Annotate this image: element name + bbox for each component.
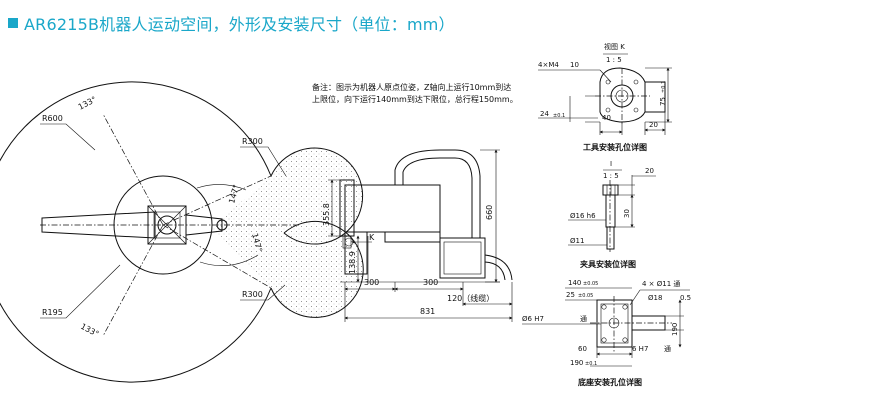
- base-dim-190-bottom: 190: [570, 359, 583, 367]
- leader-r300-top: [240, 146, 287, 177]
- page-title: AR6215B机器人运动空间，外形及安装尺寸（单位：mm）: [24, 15, 455, 34]
- angle-ray-bottom: [102, 224, 164, 337]
- base-holes: 4 × Ø11 通: [642, 279, 680, 288]
- tool-depth: 10: [570, 61, 579, 69]
- arc-147-bottom: [199, 254, 259, 267]
- dim-300-a: 300: [364, 278, 379, 287]
- base-detail: 140 ±0.05 25 ±0.05 4 × Ø11 通 Ø18 0.5 Ø6 …: [522, 279, 691, 387]
- side-base-column: [344, 231, 368, 275]
- tool-tol-24: ±0.1: [553, 113, 565, 119]
- base-plate: [596, 299, 633, 348]
- side-base: [439, 237, 486, 279]
- cable-tail: [484, 254, 513, 281]
- square-icon: [8, 18, 18, 28]
- clamp-scale: 1 : 5: [603, 172, 619, 180]
- clamp-cap: [602, 184, 619, 196]
- ray-right-top: [162, 175, 272, 226]
- base-cb-depth: 0.5: [680, 294, 691, 302]
- workspace-area: [210, 148, 364, 318]
- base-through-right: 通: [664, 344, 671, 353]
- workspace-lower-lobe: [270, 220, 364, 318]
- base-through-left: 通: [580, 314, 587, 323]
- arm-top-view: [41, 205, 228, 245]
- tool-dim-40: 40: [602, 114, 611, 122]
- tool-screw: 4×M4: [538, 61, 559, 69]
- clamp-dim-30: 30: [623, 209, 631, 218]
- side-view: 备注：图示为机器人原点位姿，Z轴向上运行10mm到达 上限位，向下运行140mm…: [312, 82, 518, 322]
- label-r300-bottom: R300: [242, 290, 263, 299]
- dim-138: 138.9: [348, 251, 357, 274]
- note-line-1: 备注：图示为机器人原点位姿，Z轴向上运行10mm到达: [312, 82, 511, 92]
- base-tol-25: ±0.05: [578, 293, 593, 299]
- base-dim-25: 25: [566, 291, 575, 299]
- clamp-mark: I: [610, 160, 612, 168]
- clamp-detail: I 1 : 5 20 30 Ø16 h6 Ø11 夹具安装位详图: [568, 160, 656, 269]
- cable-arch: [394, 149, 481, 238]
- base-tol-190: ±0.1: [585, 361, 597, 367]
- leader-r600: [40, 123, 96, 151]
- base-dim-190-right: 190: [671, 323, 679, 336]
- note-line-2: 上限位，向下运行140mm到达下限位，总行程150mm。: [312, 94, 518, 104]
- label-k: K: [369, 233, 375, 242]
- label-angle-bottom: 133°: [79, 322, 100, 339]
- header: AR6215B机器人运动空间，外形及安装尺寸（单位：mm）: [8, 12, 455, 34]
- tool-view-label: 视图 K: [604, 42, 625, 51]
- tool-caption: 工具安装孔位详图: [583, 142, 647, 152]
- clamp-tip: [606, 226, 615, 250]
- dim-355: 355.8: [322, 203, 331, 226]
- arc-147-top: [196, 184, 247, 191]
- clamp-caption: 夹具安装位详图: [580, 259, 636, 269]
- label-r300-top: R300: [242, 137, 263, 146]
- tool-dim-20: 20: [649, 121, 658, 129]
- tool-tol-75: ±0.1: [661, 81, 667, 93]
- side-arm-2: [384, 231, 441, 243]
- base-dim-140: 140: [568, 279, 581, 287]
- label-r600: R600: [42, 114, 63, 123]
- base-phi6-right: 6 H7: [632, 345, 648, 353]
- workspace-view: R600 R195 R300 R300 133° 133° 147° 147°: [0, 81, 364, 383]
- clamp-phi11: Ø11: [570, 237, 584, 245]
- clamp-dim-20: 20: [645, 167, 654, 175]
- dim-831: 831: [420, 307, 435, 316]
- tool-dim-24: 24: [540, 110, 549, 118]
- base-tol-140: ±0.05: [583, 281, 598, 287]
- tool-dim-75: 75: [659, 97, 667, 106]
- label-r195: R195: [42, 308, 63, 317]
- label-angle-right-top: 147°: [227, 184, 241, 205]
- ray-right-bottom: [162, 224, 272, 289]
- tool-scale: 1 : 5: [606, 56, 622, 64]
- leader-r300-bottom: [240, 284, 286, 301]
- dim-120-cable: 120（线缆）: [447, 293, 494, 303]
- label-angle-top: 133°: [77, 95, 98, 112]
- angle-ray-top: [102, 113, 164, 226]
- tool-detail: 视图 K 1 : 5 4×M4 10 24 ±0.1 40: [538, 42, 672, 152]
- base-counterbore: Ø18: [648, 294, 662, 302]
- dim-300-b: 300: [423, 278, 438, 287]
- base-dim-60: 60: [578, 345, 587, 353]
- dim-660: 660: [485, 205, 494, 220]
- workspace-outer-arc: [0, 81, 272, 383]
- base-phi6-left: Ø6 H7: [522, 315, 544, 323]
- clamp-shaft: [605, 194, 616, 228]
- leader-r195: [40, 264, 121, 319]
- base-caption: 底座安装孔位详图: [577, 377, 642, 387]
- clamp-phi16: Ø16 h6: [570, 212, 596, 220]
